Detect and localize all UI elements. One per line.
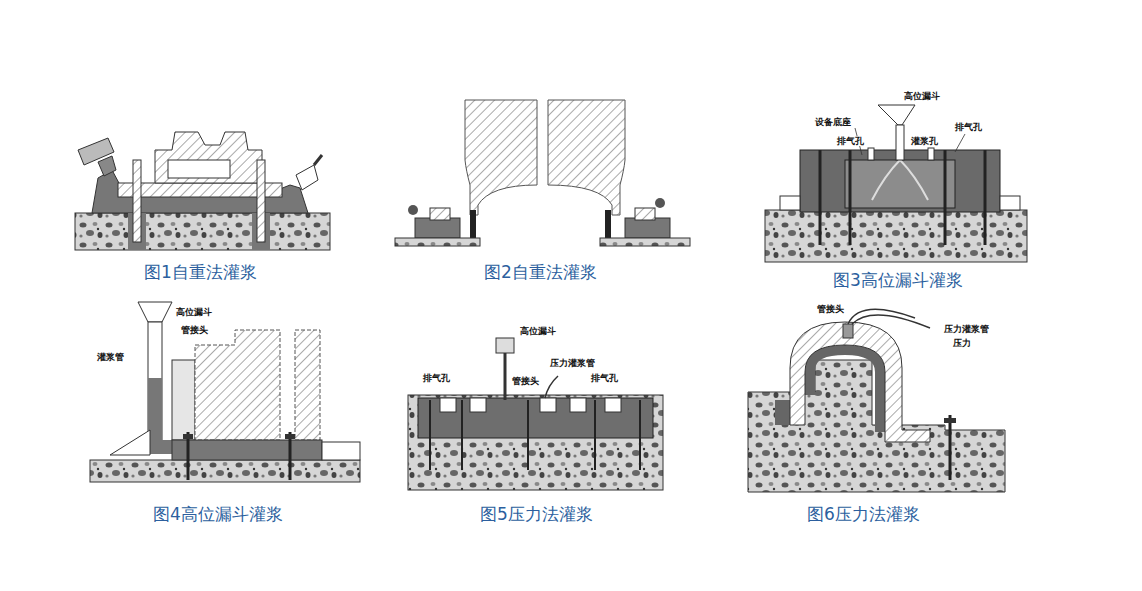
figure-4-part xyxy=(183,434,193,439)
figure-4-part xyxy=(289,432,292,480)
figure-3-part xyxy=(955,134,965,152)
part-label: 排气孔 xyxy=(836,136,865,146)
part-label: 灌浆孔 xyxy=(910,136,939,146)
figure-3-part xyxy=(849,150,852,245)
figure-3-part xyxy=(868,148,874,160)
part-label: 排气孔 xyxy=(590,373,619,383)
part-label: 管接头 xyxy=(511,376,540,386)
figure-5-part xyxy=(639,400,641,470)
figure-6-part xyxy=(790,322,930,442)
figure-3-part xyxy=(780,196,800,210)
part-label: 压力灌浆管 xyxy=(943,324,990,334)
part-label: 排气孔 xyxy=(954,122,983,132)
figure-1-part xyxy=(168,160,230,178)
figure-5-part xyxy=(504,353,507,400)
figure-5-part xyxy=(496,338,514,353)
figure-2-part xyxy=(655,198,665,208)
part-label: 管接头 xyxy=(180,325,209,335)
figure-3-part xyxy=(819,150,822,245)
part-label: 管接头 xyxy=(816,304,845,314)
figure-5-part xyxy=(570,398,586,412)
figure-3-part xyxy=(928,148,934,160)
figure-3-part xyxy=(896,125,904,160)
figure-4-part xyxy=(285,434,295,439)
part-label: 排气孔 xyxy=(422,373,451,383)
figure-5-part xyxy=(461,400,463,470)
figure-4-part xyxy=(172,440,322,460)
figure-1-part xyxy=(314,155,322,165)
figure-caption: 图4高位漏斗灌浆 xyxy=(153,504,283,524)
figure-1-part xyxy=(98,156,116,176)
figure-4-part xyxy=(90,460,360,482)
figure-5-part xyxy=(527,400,529,470)
figure-5-part xyxy=(418,398,653,438)
figure-4-part xyxy=(187,432,190,480)
figure-2-part xyxy=(625,218,670,238)
figure-4-part xyxy=(295,330,320,440)
figure-3-part xyxy=(845,160,955,208)
figure-2-part xyxy=(430,208,450,220)
part-label: 高位漏斗 xyxy=(903,91,941,101)
figure-5-part xyxy=(440,398,456,412)
figure-caption: 图1自重法灌浆 xyxy=(144,262,257,282)
figure-2-part xyxy=(600,238,690,246)
figure-2-part xyxy=(408,205,418,215)
figure-5 xyxy=(408,338,663,490)
figure-5-part xyxy=(408,395,663,490)
figure-2-part xyxy=(470,210,476,240)
figure-6-part xyxy=(810,350,880,432)
figure-5-part xyxy=(429,400,431,470)
figure-2-part xyxy=(635,208,655,220)
figure-3-part xyxy=(944,150,947,245)
figure-1-part xyxy=(133,160,141,242)
figure-4-part xyxy=(322,442,360,460)
figure-2-part xyxy=(605,210,611,240)
figure-caption: 图2自重法灌浆 xyxy=(484,262,597,282)
figure-caption: 图6压力法灌浆 xyxy=(807,504,920,524)
part-label: 设备底座 xyxy=(814,117,852,127)
figure-5-part xyxy=(605,398,621,412)
part-label: 压力 xyxy=(952,338,972,348)
figure-1-part xyxy=(155,132,262,183)
part-label: 高位漏斗 xyxy=(175,307,213,317)
figure-5-part xyxy=(540,398,556,412)
figure-caption: 图3高位漏斗灌浆 xyxy=(833,270,963,290)
figure-1-part xyxy=(296,165,318,190)
figure-2-part xyxy=(548,100,625,215)
figure-4-part xyxy=(110,430,150,455)
figure-1-part xyxy=(257,160,265,242)
figure-4-part xyxy=(172,360,195,440)
figure-5-part xyxy=(545,376,558,398)
figure-4-part xyxy=(138,302,172,322)
figure-6-part xyxy=(944,418,956,423)
figure-3 xyxy=(765,105,1027,262)
figure-3-part xyxy=(878,105,915,125)
figure-4-part xyxy=(195,330,280,440)
part-label: 压力灌浆管 xyxy=(549,358,596,368)
figure-1 xyxy=(75,132,330,250)
figure-3-part xyxy=(765,210,1027,262)
figure-5-part xyxy=(470,398,486,412)
figure-3-part xyxy=(1000,196,1020,210)
figure-2-part xyxy=(465,100,537,215)
figure-3-part xyxy=(984,150,987,245)
figure-6-part xyxy=(949,415,952,480)
figure-4 xyxy=(90,302,360,482)
figure-6-part xyxy=(852,315,930,328)
figure-1-part xyxy=(75,213,330,250)
figure-2 xyxy=(395,100,690,246)
figure-6-part xyxy=(843,324,853,338)
part-label: 灌浆管 xyxy=(96,352,125,362)
part-label: 高位漏斗 xyxy=(519,326,557,336)
figure-6 xyxy=(748,309,1005,492)
figure-2-part xyxy=(395,238,480,246)
figure-5-part xyxy=(594,400,596,470)
figure-2-part xyxy=(415,218,460,238)
figure-caption: 图5压力法灌浆 xyxy=(480,504,593,524)
figure-3-part xyxy=(872,160,928,200)
figure-6-part xyxy=(848,309,915,324)
